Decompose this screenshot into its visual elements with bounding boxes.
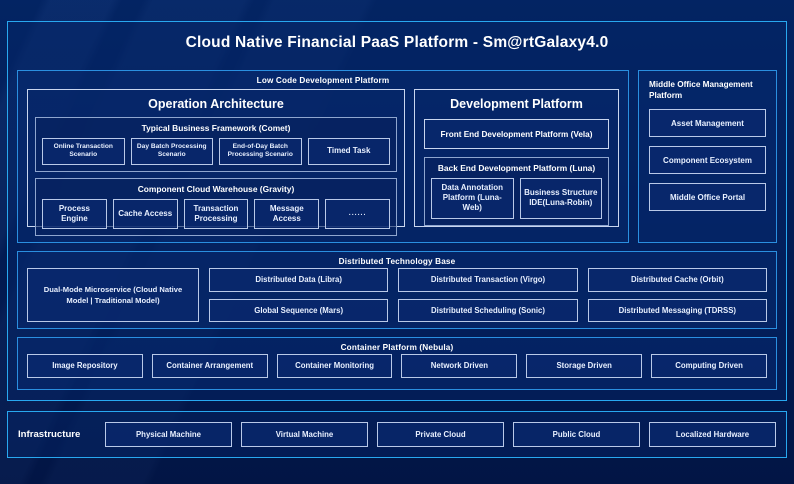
chip-image-repository[interactable]: Image Repository [27, 354, 143, 378]
chip-container-arrangement[interactable]: Container Arrangement [151, 354, 268, 378]
chip-process-engine[interactable]: Process Engine [42, 198, 107, 230]
container-platform-title: Container Platform (Nebula) [340, 343, 454, 352]
back-end-items: Data Annotation Platform (Luna-Web) Busi… [425, 178, 608, 219]
chip-end-of-day-batch-processing-scenario[interactable]: End-of-Day Batch Processing Scenario [219, 138, 302, 165]
chip-asset-management[interactable]: Asset Management [649, 109, 766, 138]
chip-public-cloud[interactable]: Public Cloud [513, 422, 640, 447]
group-typical-business-framework: Typical Business Framework (Comet) Onlin… [35, 117, 397, 172]
distributed-column-2: Distributed Transaction (Virgo) Distribu… [398, 268, 578, 322]
component-cloud-warehouse-title: Component Cloud Warehouse (Gravity) [137, 183, 295, 194]
component-cloud-warehouse-items: Process Engine Cache Access Transaction … [36, 198, 396, 230]
distributed-column-3: Distributed Cache (Orbit) Distributed Me… [587, 268, 767, 322]
subpanel-development-platform: Development Platform Front End Developme… [414, 89, 619, 227]
chip-data-annotation-platform[interactable]: Data Annotation Platform (Luna-Web) [431, 178, 514, 219]
distributed-column-1: Distributed Data (Libra) Global Sequence… [209, 268, 389, 322]
chip-computing-driven[interactable]: Computing Driven [651, 354, 767, 378]
chip-distributed-messaging[interactable]: Distributed Messaging (TDRSS) [587, 298, 767, 322]
chip-distributed-scheduling[interactable]: Distributed Scheduling (Sonic) [398, 298, 578, 322]
infrastructure-label: Infrastructure [18, 429, 81, 440]
chip-localized-hardware[interactable]: Localized Hardware [649, 422, 776, 447]
subpanel-operation-architecture: Operation Architecture Typical Business … [27, 89, 405, 237]
chip-global-sequence[interactable]: Global Sequence (Mars) [209, 298, 389, 322]
group-back-end-development-platform: Back End Development Platform (Luna) Dat… [424, 157, 609, 226]
middle-office-title: Middle Office Management Platform [649, 80, 753, 101]
chip-more-ellipsis[interactable]: ...... [325, 198, 390, 230]
low-code-inner: Operation Architecture Typical Business … [18, 85, 628, 237]
front-end-development-platform[interactable]: Front End Development Platform (Vela) [424, 119, 609, 149]
chip-middle-office-portal[interactable]: Middle Office Portal [649, 183, 766, 212]
chip-virtual-machine[interactable]: Virtual Machine [241, 422, 368, 447]
platform-panel: Cloud Native Financial PaaS Platform - S… [7, 21, 787, 401]
container-platform-items: Image Repository Container Arrangement C… [18, 352, 776, 378]
section-middle-office-management-platform: Middle Office Management Platform Asset … [638, 70, 777, 243]
operation-architecture-title: Operation Architecture [148, 97, 284, 111]
section-container-platform: Container Platform (Nebula) Image Reposi… [17, 337, 777, 390]
chip-transaction-processing[interactable]: Transaction Processing [183, 198, 249, 230]
top-row: Low Code Development Platform Operation … [17, 70, 777, 243]
chip-business-structure-ide[interactable]: Business Structure IDE(Luna-Robin) [519, 178, 602, 219]
distributed-technology-columns: Distributed Data (Libra) Global Sequence… [209, 268, 767, 322]
section-low-code-development-platform: Low Code Development Platform Operation … [17, 70, 629, 243]
chip-storage-driven[interactable]: Storage Driven [526, 354, 643, 378]
distributed-technology-base-title: Distributed Technology Base [338, 257, 456, 266]
chip-physical-machine[interactable]: Physical Machine [105, 422, 232, 447]
low-code-title: Low Code Development Platform [256, 76, 390, 85]
chip-online-transaction-scenario[interactable]: Online Transaction Scenario [42, 138, 125, 165]
chip-distributed-cache[interactable]: Distributed Cache (Orbit) [587, 268, 767, 292]
back-end-development-platform-title: Back End Development Platform (Luna) [437, 163, 596, 173]
chip-private-cloud[interactable]: Private Cloud [377, 422, 504, 447]
chip-day-batch-processing-scenario[interactable]: Day Batch Processing Scenario [130, 138, 213, 165]
chip-component-ecosystem[interactable]: Component Ecosystem [649, 146, 766, 175]
diagram-title: Cloud Native Financial PaaS Platform - S… [185, 34, 609, 51]
development-platform-title: Development Platform [450, 97, 583, 111]
section-distributed-technology-base: Distributed Technology Base Dual-Mode Mi… [17, 251, 777, 329]
typical-business-framework-title: Typical Business Framework (Comet) [141, 123, 291, 133]
middle-office-items: Asset Management Component Ecosystem Mid… [639, 101, 776, 212]
chip-dual-mode-microservice[interactable]: Dual-Mode Microservice (Cloud Native Mod… [27, 268, 199, 322]
chip-network-driven[interactable]: Network Driven [401, 354, 518, 378]
section-infrastructure: Infrastructure Physical Machine Virtual … [7, 411, 787, 458]
group-component-cloud-warehouse: Component Cloud Warehouse (Gravity) Proc… [35, 177, 397, 237]
chip-distributed-data[interactable]: Distributed Data (Libra) [209, 268, 389, 292]
chip-cache-access[interactable]: Cache Access [112, 198, 178, 230]
chip-distributed-transaction[interactable]: Distributed Transaction (Virgo) [398, 268, 578, 292]
chip-timed-task[interactable]: Timed Task [307, 138, 390, 165]
chip-message-access[interactable]: Message Access [254, 198, 320, 230]
platform-body: Low Code Development Platform Operation … [17, 70, 777, 392]
chip-container-monitoring[interactable]: Container Monitoring [276, 354, 393, 378]
typical-business-framework-items: Online Transaction Scenario Day Batch Pr… [36, 138, 396, 165]
distributed-technology-base-body: Dual-Mode Microservice (Cloud Native Mod… [18, 266, 776, 322]
